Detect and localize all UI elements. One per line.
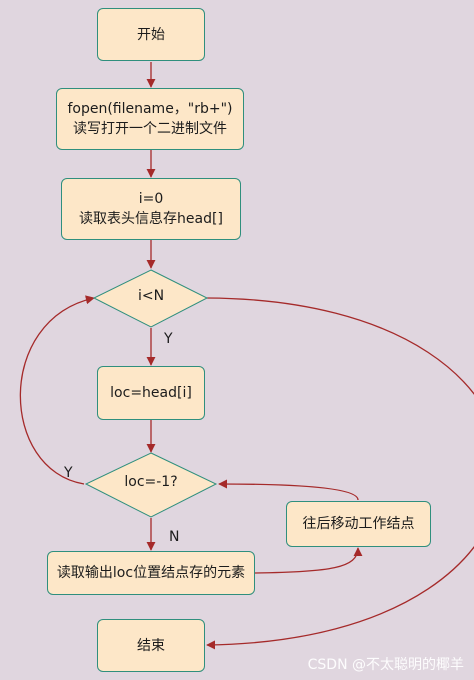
open-file-node-line2: 读写打开一个二进制文件 <box>73 121 227 137</box>
arrow-output-to-move <box>254 547 363 574</box>
move-node: 往后移动工作结点 <box>286 501 431 547</box>
arrow-cond-loc-yes-loop <box>19 295 95 485</box>
assign-loc-node: loc=head[i] <box>97 366 205 420</box>
diamond-cond-i <box>92 269 209 328</box>
cond-i-yes-label: Y <box>164 331 173 347</box>
diamond-cond-loc <box>84 452 218 518</box>
init-node: i=0 读取表头信息存head[] <box>61 178 241 240</box>
cond-loc-yes-label: Y <box>64 465 73 481</box>
cond-i-label: i<N <box>137 288 165 304</box>
init-node-line1: i=0 <box>138 191 164 207</box>
cond-loc-no-label: N <box>169 529 180 545</box>
arrow-cond-i-exit-to-end <box>206 297 474 650</box>
start-node: 开始 <box>97 8 205 61</box>
start-node-label: 开始 <box>137 26 165 43</box>
end-node: 结束 <box>97 619 205 672</box>
output-node-label: 读取输出loc位置结点存的元素 <box>56 565 246 581</box>
move-node-label: 往后移动工作结点 <box>302 516 415 532</box>
assign-loc-node-label: loc=head[i] <box>110 385 192 401</box>
open-file-node-line1: fopen(filename，"rb+") <box>67 101 233 117</box>
output-node: 读取输出loc位置结点存的元素 <box>47 551 255 595</box>
open-file-node: fopen(filename，"rb+") 读写打开一个二进制文件 <box>56 88 244 150</box>
cond-loc-label: loc=-1? <box>124 474 178 490</box>
end-node-label: 结束 <box>137 637 165 654</box>
arrow-move-to-cond-loc <box>218 479 359 501</box>
watermark: CSDN @不太聪明的椰羊 <box>307 657 464 673</box>
init-node-line2: 读取表头信息存head[] <box>79 211 223 227</box>
